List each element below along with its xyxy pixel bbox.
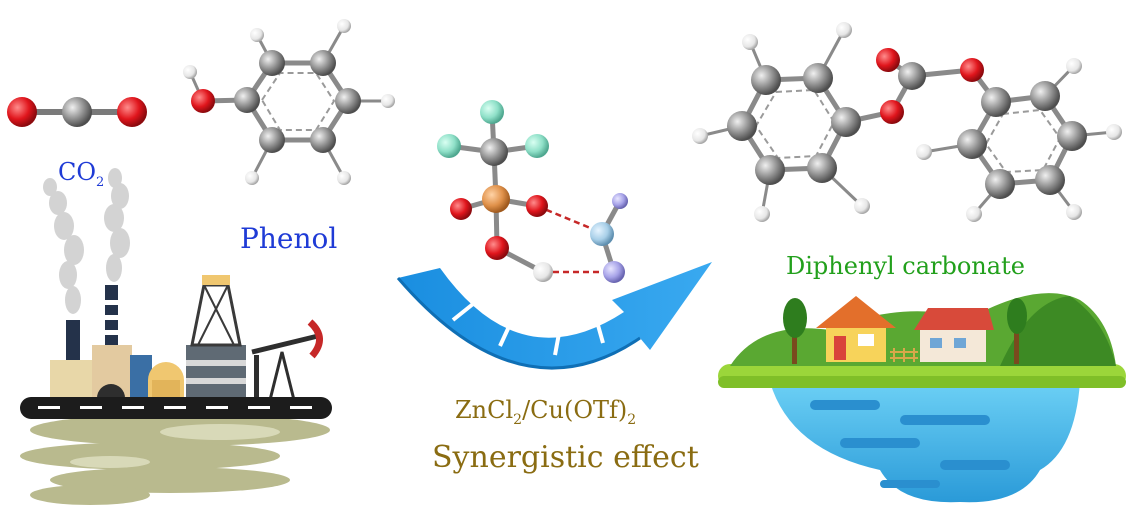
catalyst-cuotf: /Cu(OTf)	[522, 396, 628, 424]
catalyst-label: ZnCl2/Cu(OTf)2	[455, 396, 636, 428]
phenol-label: Phenol	[240, 222, 338, 255]
co2-label: CO2	[58, 158, 104, 190]
curved-arrow-icon	[396, 262, 712, 370]
co2-molecule-icon	[7, 97, 147, 127]
diphenyl-carbonate-molecule-icon	[692, 22, 1122, 222]
catalyst-cuotf-subscript: 2	[627, 411, 637, 428]
co2-label-main: CO	[58, 158, 97, 186]
factory-scene-icon	[20, 168, 332, 505]
co2-label-subscript: 2	[96, 174, 105, 190]
synergistic-effect-label: Synergistic effect	[432, 440, 699, 475]
village-island-icon	[718, 293, 1126, 503]
catalyst-zncl: ZnCl	[455, 396, 514, 424]
catalyst-zncl-subscript: 2	[513, 411, 523, 428]
phenol-molecule-icon	[183, 19, 395, 185]
triflate-complex-icon	[437, 100, 628, 283]
diphenyl-carbonate-label: Diphenyl carbonate	[786, 252, 1025, 280]
